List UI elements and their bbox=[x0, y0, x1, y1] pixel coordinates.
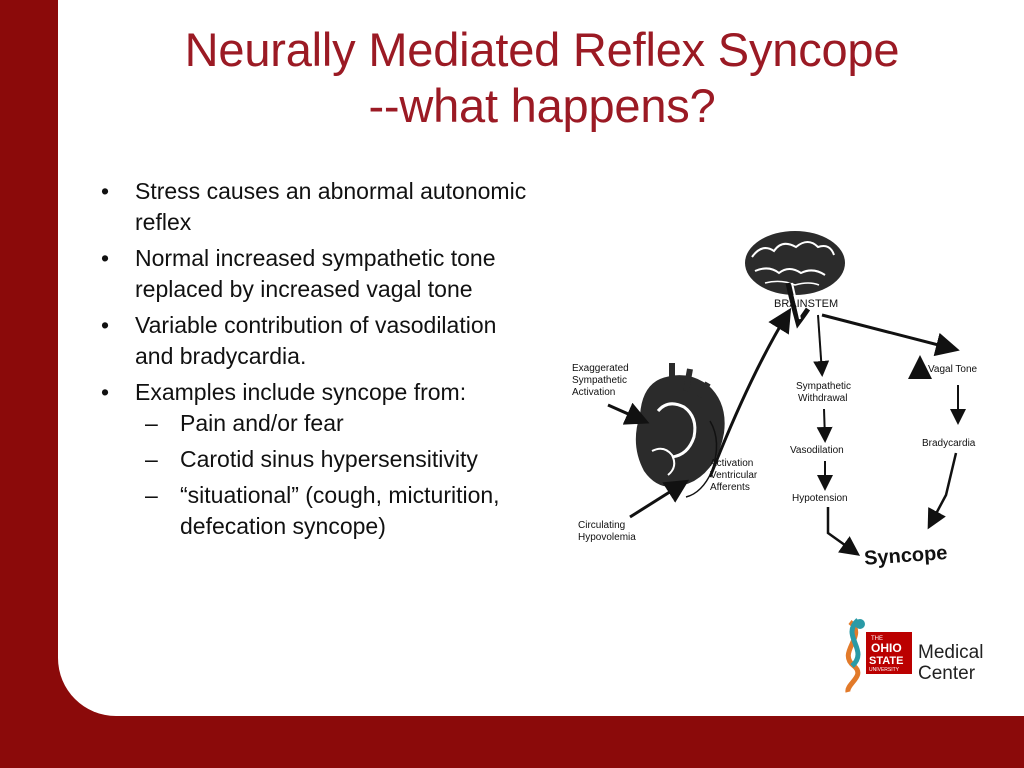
bullet-text: Variable contribution of vasodilation an… bbox=[135, 312, 497, 369]
logo-state: STATE bbox=[869, 655, 903, 667]
sub-bullet-text: “situational” (cough, micturition, defec… bbox=[180, 482, 500, 539]
bullet-glyph: • bbox=[101, 178, 110, 204]
label-circulating-1: Circulating bbox=[578, 520, 625, 531]
arrow-afferents-to-brainstem bbox=[708, 307, 792, 478]
bullet-list: • Stress causes an abnormal autonomic re… bbox=[96, 176, 536, 547]
bullet-glyph: • bbox=[101, 379, 110, 405]
arrow-circulating bbox=[629, 479, 690, 519]
slide-title-line-1: Neurally Mediated Reflex Syncope bbox=[184, 23, 900, 76]
heart-icon bbox=[635, 363, 725, 498]
label-hypotension: Hypotension bbox=[792, 493, 848, 504]
sub-bullet-item: – Carotid sinus hypersensitivity bbox=[135, 444, 536, 475]
label-bradycardia: Bradycardia bbox=[922, 438, 976, 449]
bullet-glyph: • bbox=[101, 245, 110, 271]
logo-the: THE bbox=[871, 636, 883, 642]
bullet-text: Stress causes an abnormal autonomic refl… bbox=[135, 178, 527, 235]
ohio-state-block-logo: THE OHIO STATE UNIVERSITY bbox=[866, 632, 912, 674]
slide-title-line-2: --what happens? bbox=[368, 79, 716, 132]
sub-bullet-text: Carotid sinus hypersensitivity bbox=[180, 446, 478, 472]
slide-title: Neurally Mediated Reflex Syncope --what … bbox=[60, 22, 1024, 134]
syncope-pathway-diagram: BRAINSTEM Exaggerated Sympathetic Activa… bbox=[572, 231, 978, 570]
logo-center: Center bbox=[918, 663, 976, 684]
slide-card bbox=[58, 0, 1024, 716]
label-sympathetic-2: Withdrawal bbox=[798, 393, 847, 404]
label-exaggerated-2: Sympathetic bbox=[572, 375, 627, 386]
ohio-state-medical-center-logo: THE OHIO STATE UNIVERSITY Medical Center bbox=[845, 618, 983, 693]
logo-university: UNIVERSITY bbox=[869, 667, 900, 673]
label-activation-1: Activation bbox=[710, 458, 753, 469]
bullet-item: • Normal increased sympathetic tone repl… bbox=[96, 243, 536, 305]
logo-ohio: OHIO bbox=[871, 641, 902, 655]
bullet-text: Examples include syncope from: bbox=[135, 379, 467, 405]
dash-glyph: – bbox=[145, 446, 158, 472]
dash-glyph: – bbox=[145, 482, 158, 508]
label-sympathetic-1: Sympathetic bbox=[796, 381, 851, 392]
arrow-to-syncope-right bbox=[927, 452, 958, 530]
bullet-item: • Examples include syncope from: – Pain … bbox=[96, 377, 536, 542]
arrow-to-withdrawal bbox=[813, 314, 830, 377]
sub-bullet-text: Pain and/or fear bbox=[180, 410, 344, 436]
sub-bullet-item: – Pain and/or fear bbox=[135, 408, 536, 439]
sub-bullet-list: – Pain and/or fear – Carotid sinus hyper… bbox=[135, 408, 536, 542]
label-vagal-tone: Vagal Tone bbox=[928, 364, 978, 375]
label-syncope: Syncope bbox=[863, 542, 948, 570]
sub-bullet-item: – “situational” (cough, micturition, def… bbox=[135, 480, 536, 542]
label-activation-3: Afferents bbox=[710, 482, 750, 493]
label-exaggerated-3: Activation bbox=[572, 387, 615, 398]
arrow-to-vagal-tone bbox=[821, 313, 960, 357]
bullet-item: • Stress causes an abnormal autonomic re… bbox=[96, 176, 536, 238]
arrow-exaggerated bbox=[607, 402, 650, 425]
bullet-item: • Variable contribution of vasodilation … bbox=[96, 310, 536, 372]
label-vasodilation: Vasodilation bbox=[790, 445, 844, 456]
arrow-to-vasodilation bbox=[816, 408, 833, 443]
label-brainstem: BRAINSTEM bbox=[774, 298, 838, 310]
bullet-text: Normal increased sympathetic tone replac… bbox=[135, 245, 496, 302]
arrow-to-syncope-left bbox=[826, 507, 861, 556]
logo-medical: Medical bbox=[918, 642, 983, 663]
dash-glyph: – bbox=[145, 410, 158, 436]
brain-icon bbox=[745, 231, 845, 329]
label-activation-2: Ventricular bbox=[710, 470, 758, 481]
bullet-glyph: • bbox=[101, 312, 110, 338]
label-circulating-2: Hypovolemia bbox=[578, 532, 636, 543]
dna-helix-icon bbox=[845, 618, 865, 693]
label-exaggerated-1: Exaggerated bbox=[572, 363, 629, 374]
